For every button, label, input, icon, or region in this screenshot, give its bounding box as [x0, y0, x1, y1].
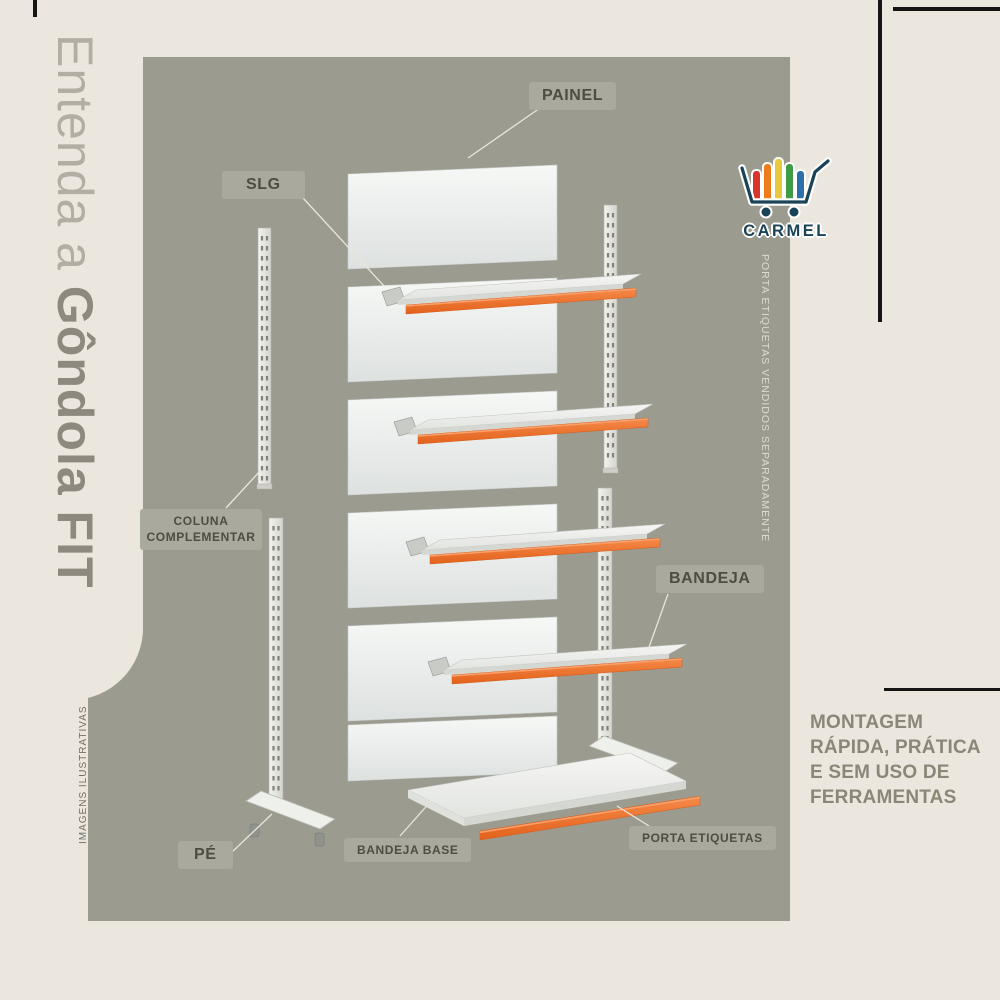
- tagline-line: E SEM USO DE: [810, 762, 950, 783]
- porta-etiquetas-strip: [429, 537, 661, 565]
- column-cap: [256, 483, 273, 490]
- strip-highlight: [451, 658, 683, 677]
- upright-columns-group: [245, 204, 679, 847]
- label-bandeja: BANDEJA: [656, 565, 764, 593]
- tagline-line: FERRAMENTAS: [810, 787, 957, 808]
- cart-bar-yellow: [773, 157, 784, 203]
- shelves-group: [381, 273, 688, 685]
- cart-wheel: [759, 205, 773, 219]
- porta-etiquetas-loose: [479, 795, 701, 841]
- crop-mark-right-vertical: [878, 0, 882, 322]
- carmel-logo-text: CARMEL: [743, 222, 829, 240]
- coluna-complementar-left: [257, 227, 272, 489]
- leader-line-slg: [302, 197, 385, 287]
- cart-outline: [740, 159, 830, 204]
- tagline-line: RÁPIDA, PRÁTICA: [810, 737, 981, 758]
- strip-highlight: [405, 288, 637, 307]
- bandeja-edge: [444, 654, 669, 675]
- bandeja-edge: [422, 534, 647, 555]
- porta-etiquetas-strip: [417, 417, 649, 445]
- foot-leveler: [314, 832, 325, 847]
- bandeja-base-group: [407, 752, 687, 826]
- strip-highlight: [479, 796, 701, 834]
- carmel-logo: CARMEL: [726, 150, 846, 241]
- label-bandeja-base: BANDEJA BASE: [344, 838, 472, 862]
- label-porta-etiquetas: PORTA ETIQUETAS: [629, 826, 776, 850]
- cart-wheel: [787, 205, 801, 219]
- porta-etiquetas-strip: [451, 657, 683, 685]
- note-porta-etiquetas-vendidos: PORTA ETIQUETAS VENDIDOS SEPARADAMENTE: [759, 254, 771, 543]
- bandeja: [443, 643, 688, 671]
- strip-highlight: [429, 538, 661, 557]
- cart-bar-green: [784, 162, 795, 203]
- back-panels-group: [347, 164, 558, 782]
- tagline: MONTAGEM RÁPIDA, PRÁTICA E SEM USO DE FE…: [810, 710, 1000, 810]
- back-panel: [347, 390, 558, 496]
- crop-mark-top-right: [893, 7, 1000, 11]
- column-cap: [602, 467, 619, 474]
- leader-lines-group: [225, 107, 669, 853]
- page-title-bold: Gôndola FIT: [47, 285, 103, 589]
- title-strip: [0, 0, 143, 700]
- crop-mark-right-horizontal: [884, 688, 1000, 691]
- label-coluna-complementar: COLUNA COMPLEMENTAR: [140, 509, 262, 551]
- label-painel: PAINEL: [529, 82, 617, 110]
- coluna-base-left: [268, 517, 284, 801]
- crop-mark-top-left: [33, 0, 37, 17]
- back-panel: [347, 164, 558, 270]
- bandeja: [421, 523, 666, 551]
- label-pe: PÉ: [178, 841, 233, 869]
- leader-line-bandeja-base: [399, 799, 433, 837]
- porta-etiquetas-strip: [405, 287, 637, 315]
- leader-line-pe: [231, 813, 273, 853]
- bandeja-edge: [410, 414, 635, 435]
- cart-bar-orange: [762, 162, 773, 203]
- page-title: Entenda a Gôndola FIT: [18, 34, 103, 640]
- shopping-cart-icon: [738, 157, 832, 219]
- bandeja-base-side: [408, 790, 464, 826]
- tagline-line: MONTAGEM: [810, 712, 924, 733]
- strip-highlight: [417, 418, 649, 437]
- leader-line-coluna: [225, 469, 262, 509]
- porta-etiquetas-loose-group: [479, 795, 701, 841]
- coluna-base-right: [597, 487, 613, 747]
- label-slg: SLG: [222, 171, 305, 199]
- foot-left: [245, 790, 336, 830]
- leader-line-bandeja: [647, 593, 669, 651]
- leader-line-painel: [467, 107, 541, 159]
- leader-line-porta-etiquetas: [616, 805, 650, 827]
- page-title-light: Entenda a: [47, 34, 103, 271]
- bandeja-edge: [398, 284, 623, 305]
- bandeja-base-edge: [464, 781, 686, 826]
